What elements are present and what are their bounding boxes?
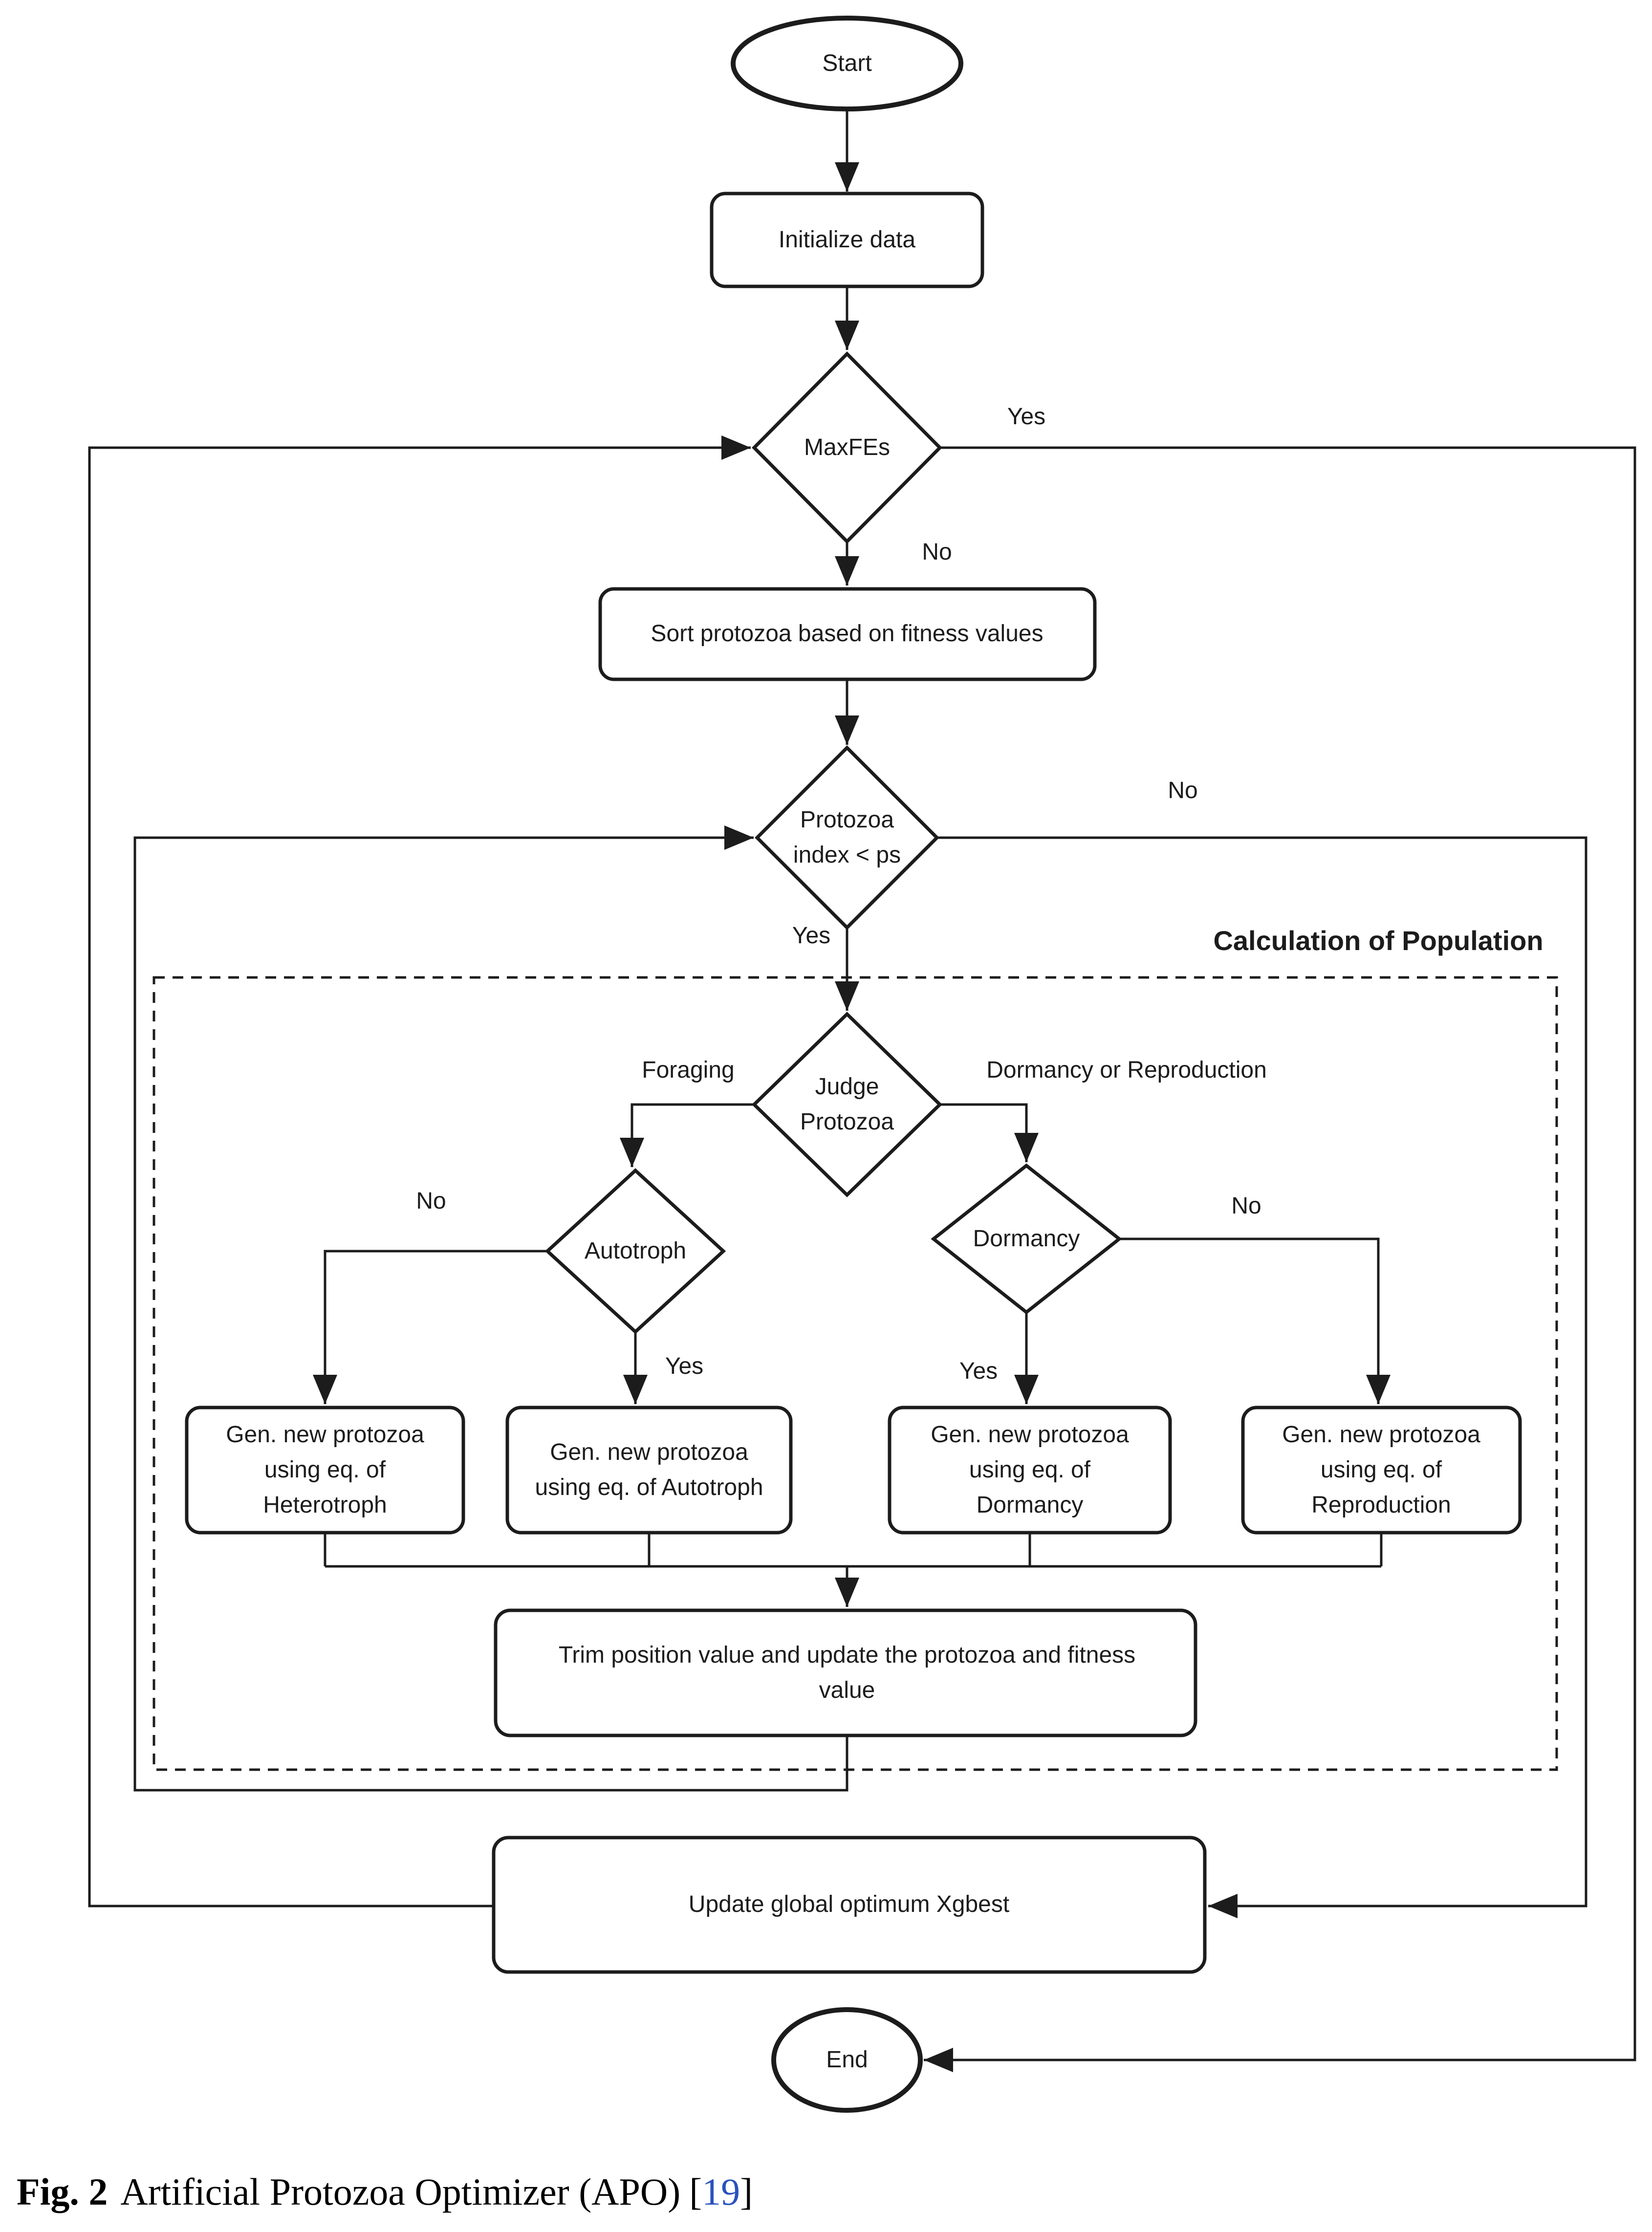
judge-dormancy-reproduction-label: Dormancy or Reproduction — [986, 1057, 1267, 1083]
update-global-optimum-node — [492, 1836, 1207, 1974]
maxfes-yes-label: Yes — [1007, 404, 1046, 430]
trim-position-node — [494, 1608, 1197, 1737]
caption-prefix: Fig. 2 — [17, 2170, 108, 2213]
dormancy-no-label: No — [1231, 1193, 1261, 1219]
figure-caption: Fig. 2 Artificial Protozoa Optimizer (APO… — [17, 2170, 753, 2214]
judge-protozoa-decision — [751, 1012, 943, 1197]
caption-bracket-close: ] — [740, 2170, 753, 2213]
calculation-of-population-label: Calculation of Population — [1213, 925, 1543, 956]
gen-autotroph-label: Gen. new protozoa using eq. of Autotroph — [535, 1439, 763, 1500]
trim-position-label: Trim position value and update the proto… — [558, 1642, 1136, 1703]
dormancy-yes-label: Yes — [959, 1358, 998, 1384]
sort-protozoa-label: Sort protozoa based on fitness values — [651, 621, 1043, 647]
gen-dormancy-node — [888, 1406, 1172, 1535]
caption-title: Artificial Protozoa Optimizer (APO) — [120, 2170, 681, 2213]
start-node — [731, 16, 963, 111]
edge-trim-loop-protozoaindex — [133, 825, 848, 1792]
protozoa-no-label: No — [1168, 778, 1198, 803]
gen-heterotroph-label: Gen. new protozoa using eq. of Heterotro… — [226, 1422, 424, 1518]
autotroph-decision — [544, 1168, 726, 1334]
autotroph-no-label: No — [416, 1188, 446, 1214]
sort-protozoa-node — [598, 587, 1097, 681]
initialize-data-node — [710, 192, 984, 288]
edge-judge-foraging-autotroph — [620, 1103, 754, 1167]
protozoa-index-label: Protozoa index < ps — [793, 807, 901, 868]
protozoa-yes-label: Yes — [792, 923, 831, 949]
gen-reproduction-node — [1241, 1406, 1522, 1535]
caption-bracket-open: [ — [689, 2170, 702, 2213]
edge-judge-dormancy-reproduction — [940, 1103, 1039, 1162]
maxfes-decision — [752, 351, 942, 544]
end-node — [771, 2007, 923, 2113]
dormancy-decision — [931, 1163, 1122, 1315]
gen-heterotroph-node — [185, 1406, 465, 1535]
maxfes-label: MaxFEs — [804, 434, 891, 460]
gen-autotroph-node — [505, 1406, 793, 1535]
dormancy-label: Dormancy — [973, 1226, 1080, 1252]
end-label: End — [826, 2047, 868, 2073]
calculation-of-population-region — [152, 976, 1558, 1771]
edge-dormancy-no-reproduction — [1119, 1237, 1391, 1404]
autotroph-yes-label: Yes — [665, 1353, 704, 1379]
caption-citation-link[interactable]: 19 — [702, 2170, 740, 2213]
update-global-optimum-label: Update global optimum Xgbest — [688, 1891, 1010, 1917]
edge-autotroph-no-heterotroph — [313, 1250, 547, 1404]
protozoa-index-decision — [755, 745, 939, 930]
edge-maxfes-yes-end — [924, 446, 1636, 2072]
edge-protozoaindex-no-update — [937, 836, 1587, 1918]
judge-foraging-label: Foraging — [642, 1057, 735, 1083]
gen-reproduction-label: Gen. new protozoa using eq. of Reproduct… — [1282, 1422, 1480, 1518]
gen-dormancy-label: Gen. new protozoa using eq. of Dormancy — [931, 1422, 1129, 1518]
judge-protozoa-label: Judge Protozoa — [800, 1074, 894, 1135]
maxfes-no-label: No — [922, 539, 952, 565]
edge-update-loop-maxfes — [88, 435, 751, 1907]
autotroph-label: Autotroph — [584, 1238, 687, 1264]
start-label: Start — [822, 50, 872, 76]
initialize-data-label: Initialize data — [778, 227, 916, 253]
